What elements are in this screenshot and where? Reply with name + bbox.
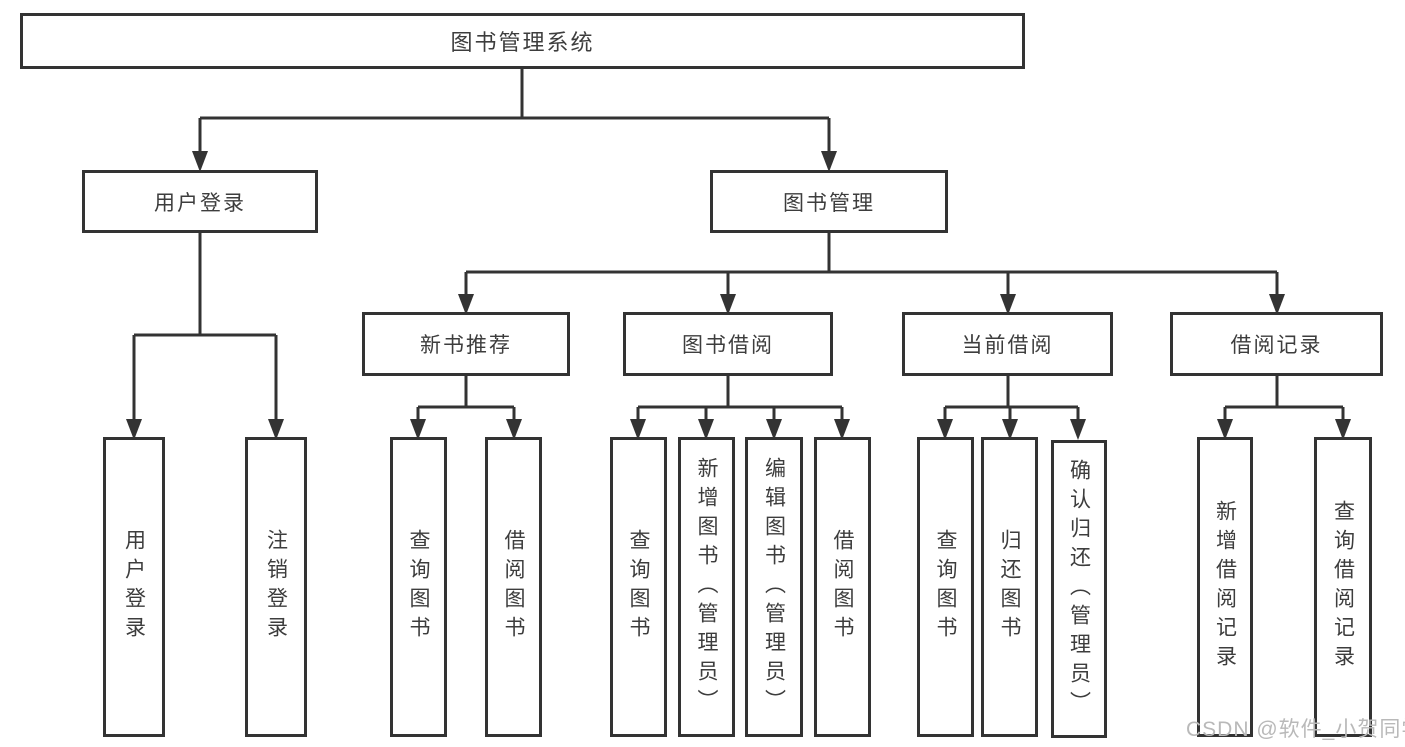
node-user-login-module-label: 用户登录	[154, 191, 246, 215]
node-logout-action-label: 注销登录	[264, 529, 288, 645]
node-book-borrowing: 图书借阅	[623, 312, 833, 376]
node-current-borrowing: 当前借阅	[902, 312, 1113, 376]
node-nbr-borrow-books: 借阅图书	[485, 437, 542, 737]
node-bb-query-books: 查询图书	[610, 437, 667, 737]
node-new-book-recommendation-label: 新书推荐	[420, 334, 512, 357]
node-book-management-module: 图书管理	[710, 170, 948, 233]
csdn-watermark: CSDN @软件_小贺同学	[1186, 718, 1405, 741]
node-bb-add-books-admin: 新增图书（管理员）	[678, 437, 735, 737]
node-user-login-module: 用户登录	[82, 170, 318, 233]
node-bb-borrow-books-label: 借阅图书	[831, 529, 854, 645]
node-new-book-recommendation: 新书推荐	[362, 312, 570, 376]
node-cb-confirm-return-admin: 确认归还（管理员）	[1051, 440, 1107, 738]
node-bb-add-books-admin-label: 新增图书（管理员）	[695, 456, 718, 718]
node-cb-confirm-return-admin-label: 确认归还（管理员）	[1067, 458, 1091, 720]
node-bb-edit-books-admin-label: 编辑图书（管理员）	[762, 456, 786, 718]
node-user-login-action: 用户登录	[103, 437, 165, 737]
node-bb-query-books-label: 查询图书	[627, 529, 650, 645]
node-nbr-query-books-label: 查询图书	[407, 529, 430, 645]
node-cb-return-books-label: 归还图书	[998, 529, 1021, 645]
node-cb-return-books: 归还图书	[981, 437, 1038, 737]
node-cb-query-books-label: 查询图书	[934, 529, 957, 645]
node-logout-action: 注销登录	[245, 437, 307, 737]
tree-branch-lines	[132, 69, 1345, 424]
node-book-management-module-label: 图书管理	[783, 191, 875, 215]
node-borrowing-records: 借阅记录	[1170, 312, 1383, 376]
node-root-system: 图书管理系统	[20, 13, 1025, 69]
node-book-borrowing-label: 图书借阅	[682, 334, 774, 357]
node-br-query-record-label: 查询借阅记录	[1331, 500, 1355, 674]
node-nbr-query-books: 查询图书	[390, 437, 447, 737]
node-user-login-action-label: 用户登录	[122, 529, 146, 645]
node-br-add-record: 新增借阅记录	[1197, 437, 1253, 737]
node-borrowing-records-label: 借阅记录	[1230, 334, 1323, 357]
node-br-query-record: 查询借阅记录	[1314, 437, 1372, 737]
node-current-borrowing-label: 当前借阅	[961, 334, 1054, 357]
arrow-down-icons	[126, 151, 1351, 440]
node-bb-edit-books-admin: 编辑图书（管理员）	[745, 437, 803, 737]
node-root-label: 图书管理系统	[450, 30, 595, 55]
node-bb-borrow-books: 借阅图书	[814, 437, 871, 737]
node-nbr-borrow-books-label: 借阅图书	[502, 529, 525, 645]
node-br-add-record-label: 新增借阅记录	[1213, 500, 1237, 674]
node-cb-query-books: 查询图书	[917, 437, 974, 737]
